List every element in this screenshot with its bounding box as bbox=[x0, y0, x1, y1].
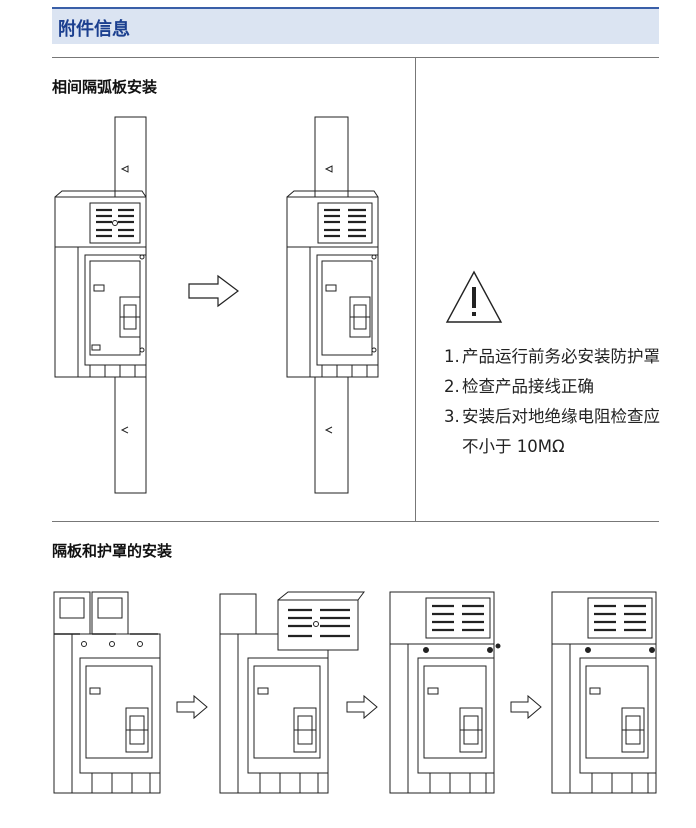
right-arrow-icon bbox=[510, 694, 542, 720]
section-title-barrier-cover: 隔板和护罩的安装 bbox=[52, 542, 173, 560]
breaker-final-assembly-illustration bbox=[551, 591, 657, 794]
section-title-phase-barrier: 相间隔弧板安装 bbox=[52, 78, 158, 96]
right-arrow-icon bbox=[346, 694, 378, 720]
right-arrow-icon bbox=[176, 694, 208, 720]
note-number: 1. bbox=[444, 347, 460, 366]
note-item: 2. 检查产品接线正确 bbox=[444, 372, 669, 402]
note-number: 3. bbox=[444, 407, 460, 426]
breaker-with-plates-illustration bbox=[54, 116, 147, 494]
breaker-cover-installed-illustration bbox=[389, 591, 501, 794]
note-text: 检查产品接线正确 bbox=[462, 377, 594, 396]
installation-notes: 1. 产品运行前务必安装防护罩 2. 检查产品接线正确 3. 安装后对地绝缘电阻… bbox=[444, 342, 669, 462]
breaker-plates-installed-illustration bbox=[286, 116, 379, 494]
top-divider bbox=[52, 57, 659, 58]
breaker-cover-placement-illustration bbox=[219, 591, 365, 794]
middle-divider bbox=[52, 521, 659, 522]
page-title: 附件信息 bbox=[58, 19, 130, 40]
note-item: 3. 安装后对地绝缘电阻检查应不小于 10MΩ bbox=[444, 402, 669, 462]
note-number: 2. bbox=[444, 377, 460, 396]
warning-triangle-icon bbox=[445, 270, 503, 323]
note-text: 安装后对地绝缘电阻检查应不小于 10MΩ bbox=[462, 407, 660, 456]
vertical-divider bbox=[415, 57, 416, 522]
section-header: 附件信息 bbox=[52, 7, 659, 44]
note-item: 1. 产品运行前务必安装防护罩 bbox=[444, 342, 669, 372]
breaker-with-barriers-illustration bbox=[53, 591, 161, 794]
note-text: 产品运行前务必安装防护罩 bbox=[462, 347, 660, 366]
right-arrow-icon bbox=[188, 274, 239, 308]
